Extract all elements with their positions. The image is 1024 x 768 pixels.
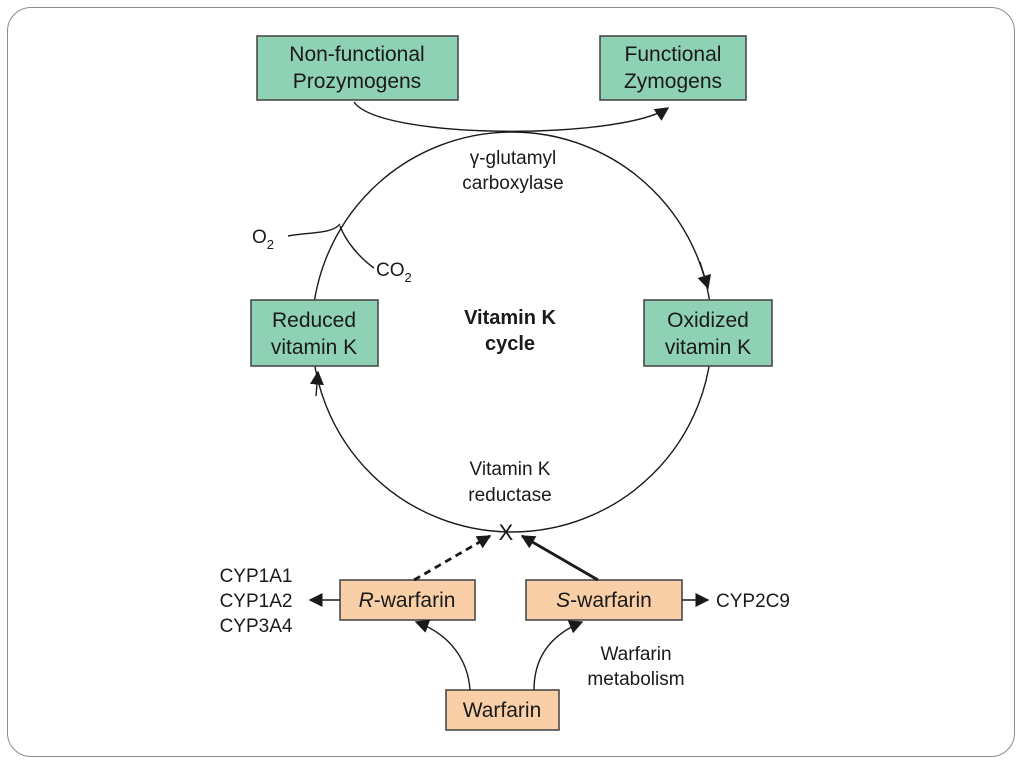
cycle-title-line1: Vitamin K [464, 307, 556, 329]
o2-label: O2 [252, 227, 274, 252]
co2-line [339, 225, 375, 269]
s-warfarin-label: S-warfarin [556, 589, 652, 612]
oxidized-vk-label-line2: vitamin K [665, 336, 751, 359]
inhibition-mark: X [499, 520, 514, 545]
cyp-r-label-line1: CYP1A1 [220, 566, 293, 587]
s-warfarin-inhibition-arrow [520, 534, 599, 582]
reductase-label-line1: Vitamin K [470, 459, 551, 480]
cyp-s-label: CYP2C9 [716, 591, 790, 612]
zymogens-label-line1: Functional [625, 43, 722, 66]
box-warfarin [445, 689, 560, 731]
carboxylase-label-line1: γ-glutamyl [470, 148, 557, 169]
cycle-title-line2: cycle [485, 333, 535, 355]
cyp-r-label-line3: CYP3A4 [220, 616, 293, 637]
box-nonfunctional-prozymogens [256, 35, 459, 101]
warfarin-to-s-arrow [533, 620, 584, 691]
box-s-warfarin [525, 579, 683, 621]
r-warfarin-inhibition-arrow [413, 534, 492, 582]
box-functional-zymogens [599, 35, 747, 101]
warfarin-to-r-arrow [414, 619, 471, 691]
box-r-warfarin [339, 579, 476, 621]
box-reduced-vitamin-k [250, 299, 379, 367]
o2-line [287, 223, 341, 237]
cyp-r-label-line2: CYP1A2 [220, 591, 293, 612]
r-warfarin-label: R-warfarin [359, 589, 456, 612]
prozymogens-label-line2: Prozymogens [293, 70, 421, 93]
oxidized-vk-label-line1: Oxidized [667, 309, 749, 332]
reduced-vk-label-line2: vitamin K [271, 336, 357, 359]
metabolism-label-line1: Warfarin [600, 644, 671, 665]
metabolism-label-line2: metabolism [587, 669, 684, 690]
carboxylase-label-line2: carboxylase [462, 173, 563, 194]
zymogen-activation-arrow [353, 101, 670, 132]
cycle-arrow-left [309, 370, 324, 397]
cycle-arrow-right [697, 261, 711, 290]
box-oxidized-vitamin-k [643, 299, 773, 367]
zymogens-label-line2: Zymogens [624, 70, 722, 93]
co2-label: CO2 [376, 260, 412, 285]
warfarin-label: Warfarin [463, 699, 542, 722]
prozymogens-label-line1: Non-functional [289, 43, 424, 66]
reductase-label-line2: reductase [468, 485, 551, 506]
reduced-vk-label-line1: Reduced [272, 309, 356, 332]
